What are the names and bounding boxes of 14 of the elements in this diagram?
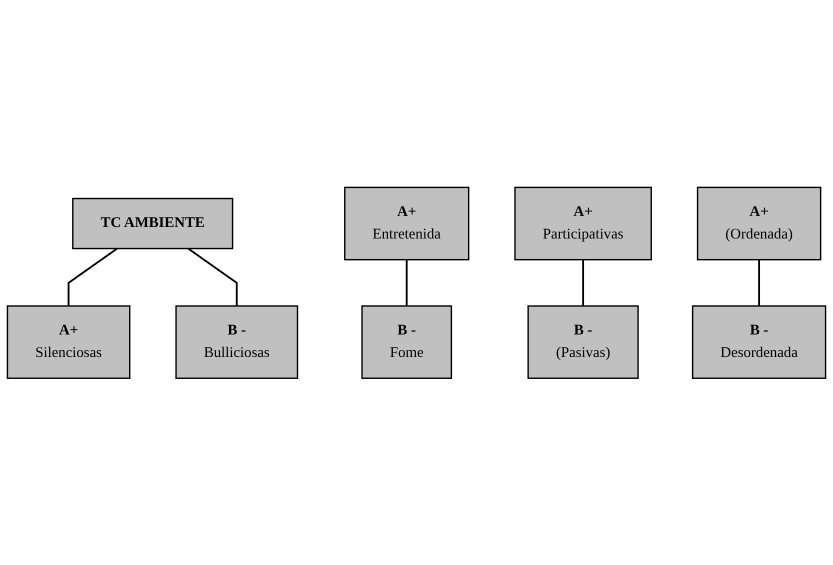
node-box: B - Desordenada <box>692 304 826 379</box>
node-box: A+ (Ordenada) <box>696 186 822 260</box>
node-box: B - Bulliciosas <box>175 304 298 379</box>
node-box: B - Fome <box>361 304 452 379</box>
connector <box>758 259 760 306</box>
node-box: TC AMBIENTE <box>72 198 234 249</box>
node-box: A+ Silenciosas <box>6 304 130 379</box>
connector <box>582 259 584 306</box>
node-box: A+ Entretenida <box>344 186 470 260</box>
connector <box>406 259 408 306</box>
connector <box>188 247 238 306</box>
node-box: A+ Participativas <box>514 186 652 260</box>
connector <box>68 247 118 306</box>
node-box: B - (Pasivas) <box>527 304 639 379</box>
